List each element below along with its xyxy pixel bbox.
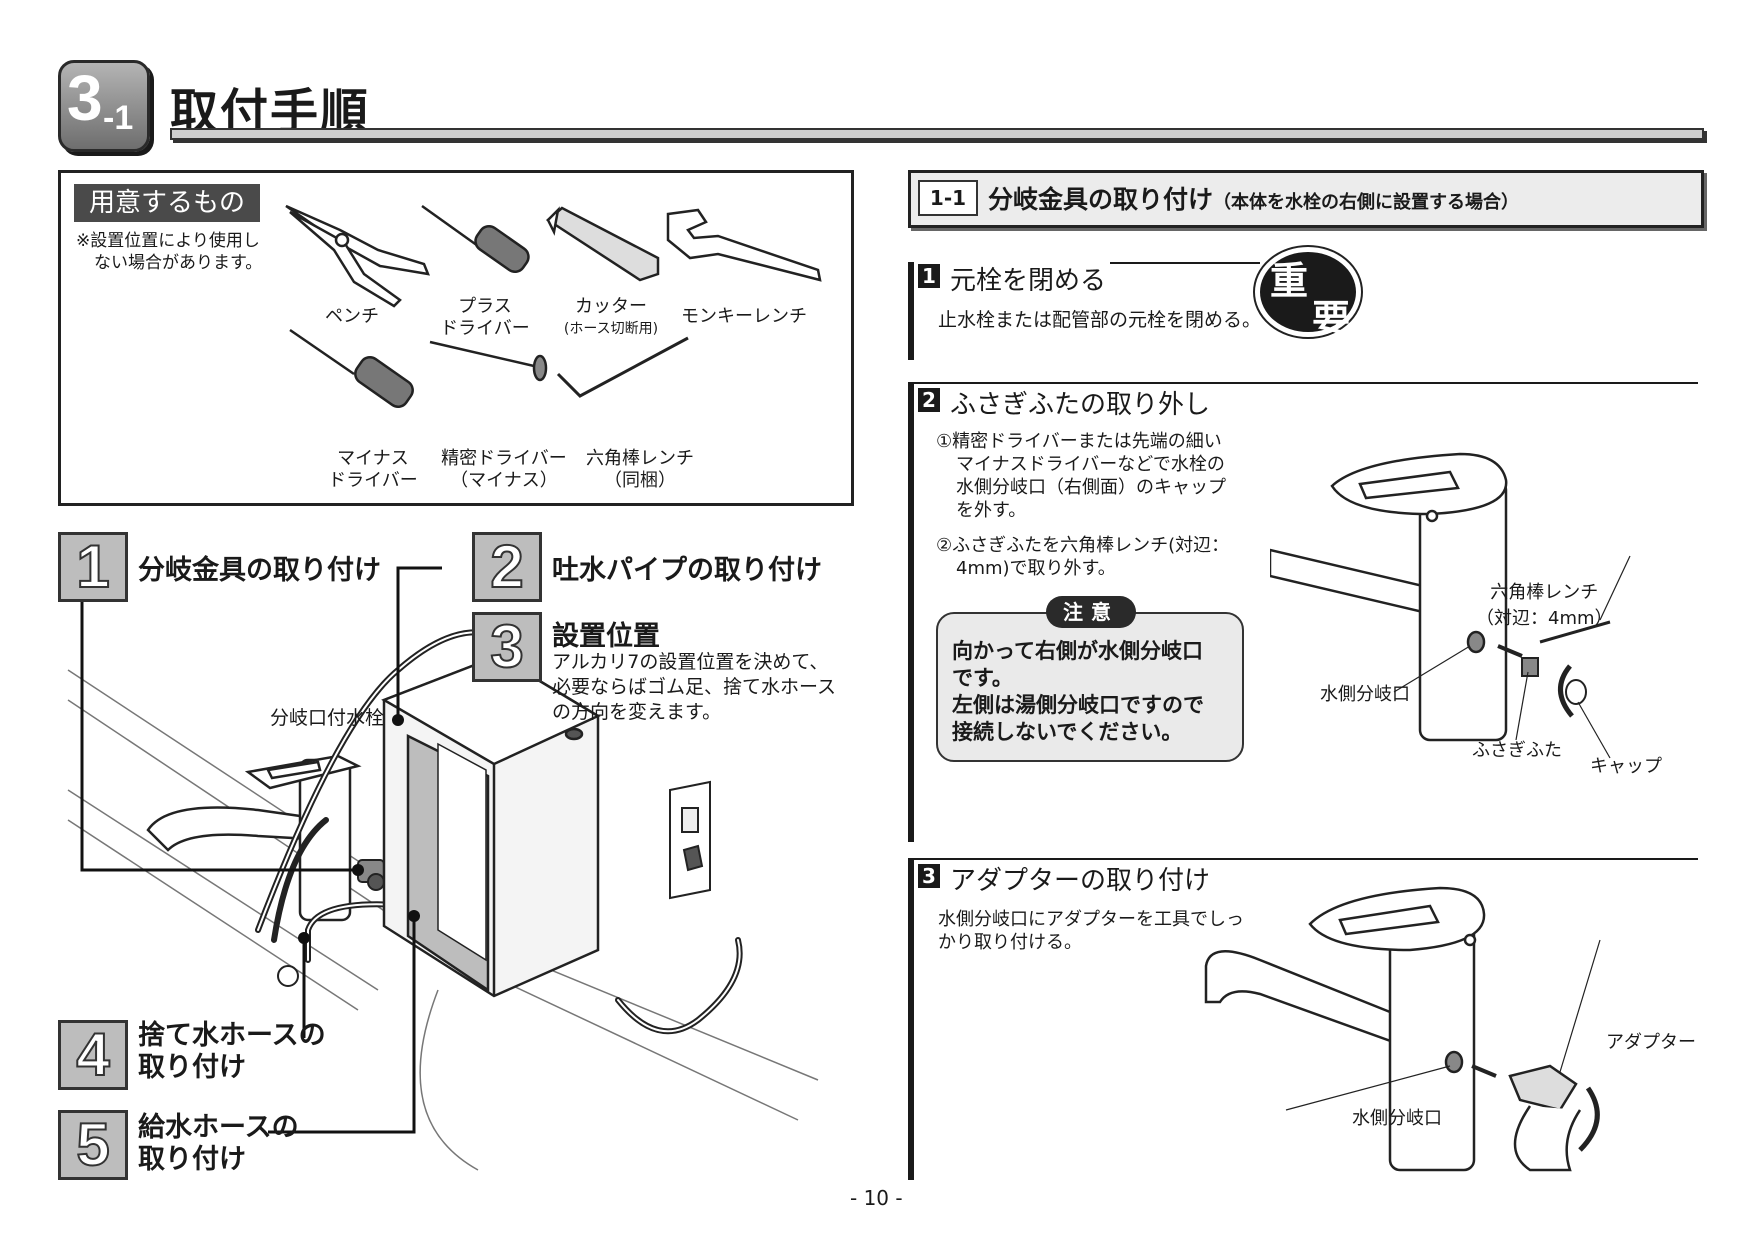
step-2-badge: 2 — [472, 532, 542, 602]
step-3-description: アルカリ7の設置位置を決めて、 必要ならばゴム足、捨て水ホース の方向を変えます… — [552, 651, 837, 723]
faucet-label: 分岐口付水栓 — [270, 707, 385, 729]
sub-3-text: 水側分岐口にアダプターを工具でしっかり取り付ける。 — [938, 909, 1244, 953]
faucet-icon — [1204, 886, 1486, 1172]
tools-box-label: 用意するもの — [74, 184, 260, 222]
callout-lines — [1285, 939, 1601, 1111]
tools-box — [58, 170, 854, 506]
step-3-badge: 3 — [472, 612, 542, 682]
label-water-port: 水側分岐口 — [1320, 684, 1410, 705]
sub-3-bar — [908, 858, 914, 1180]
subsection-badge: 1-1 — [918, 180, 978, 216]
leader-dot — [408, 910, 420, 922]
page-number: - 10 - — [850, 1186, 903, 1210]
step-5-title: 給水ホースの取り付け — [138, 1112, 299, 1175]
drain-hose-end-icon — [277, 965, 299, 987]
wall-outlet-icon — [669, 780, 711, 900]
sub-1-text: 止水栓または配管部の元栓を閉める。 — [938, 309, 1262, 331]
sub-3-rule — [908, 858, 1698, 860]
step-1-title: 分岐金具の取り付け — [138, 555, 381, 586]
callout-lines — [1393, 555, 1631, 759]
sub-2-title: ふさぎふたの取り外し — [950, 390, 1211, 420]
sub-2-rule — [908, 382, 1698, 384]
tool-label-cutter: カッター(ホース切断用) — [563, 296, 659, 337]
step-4-badge: 4 — [58, 1020, 128, 1090]
step-4-title: 捨て水ホースの取り付け — [138, 1020, 326, 1083]
sub-3-title: アダプターの取り付け — [950, 866, 1211, 896]
label-water-port-2: 水側分岐口 — [1352, 1108, 1442, 1129]
caution-box — [936, 612, 1244, 762]
tools-note: ※設置位置により使用し ない場合があります。 — [76, 230, 262, 274]
subsection-title: 分岐金具の取り付け（本体を水栓の右側に設置する場合） — [988, 185, 1520, 214]
subsection-header — [908, 170, 1704, 228]
faucet-icon — [1270, 452, 1508, 742]
plug-and-cap-icons — [1497, 620, 1611, 718]
section-badge: 3 -1 — [58, 60, 150, 152]
important-badge-char-2: 要 — [1312, 297, 1351, 341]
section-number: 3 — [67, 62, 103, 134]
sub-1-bar — [908, 262, 914, 360]
cap-removal-illustration — [1270, 452, 1631, 759]
sub-1-rule — [1110, 262, 1260, 264]
label-hex-wrench: 六角棒レンチ（対辺：4mm） — [1476, 582, 1613, 629]
tool-label-precision: 精密ドライバー（マイナス） — [441, 448, 567, 491]
tool-label-phillips: プラスドライバー — [440, 296, 530, 339]
caution-text: 向かって右側が水側分岐口 です。 左側は湯側分岐口ですので 接続しないでください… — [952, 639, 1204, 744]
leader-dot — [392, 714, 404, 726]
hex-wrench-icon — [556, 336, 689, 398]
tool-label-hex: 六角棒レンチ（同梱） — [586, 448, 694, 491]
tools-note-line: ※設置位置により使用し — [76, 231, 260, 251]
label-cap: キャップ — [1590, 756, 1662, 777]
phillips-driver-icon — [421, 204, 530, 274]
sub-3-number: 3 — [918, 864, 940, 888]
section-subnumber: -1 — [103, 99, 134, 137]
faucet-icon — [146, 754, 362, 922]
step-1-badge: 1 — [58, 532, 128, 602]
tool-label-pliers: ペンチ — [325, 306, 379, 327]
sub-2-item-2: ②ふさぎふたを六角棒レンチ(対辺： 4mm)で取り外す。 — [936, 535, 1230, 579]
sub-1-title: 元栓を閉める — [950, 266, 1107, 296]
title-underline — [170, 128, 1704, 140]
step-2-title: 吐水パイプの取り付け — [552, 555, 822, 586]
label-adapter: アダプター — [1606, 1032, 1696, 1053]
pliers-icon — [285, 204, 430, 308]
tool-label-flat: マイナスドライバー — [328, 448, 418, 491]
step-3-title: 設置位置 — [552, 621, 660, 652]
precision-driver-icon — [429, 340, 548, 382]
flat-driver-icon — [289, 328, 414, 408]
tools-note-line: ない場合があります。 — [94, 253, 263, 273]
sub-2-number: 2 — [918, 388, 940, 412]
adapter-illustration — [1204, 886, 1601, 1172]
monkey-wrench-icon — [666, 208, 822, 282]
sub-1-number: 1 — [918, 264, 940, 288]
label-plug: ふさぎふた — [1472, 740, 1562, 761]
leader-dot — [298, 932, 310, 944]
important-badge — [1253, 245, 1363, 339]
caution-tag: 注意 — [1046, 596, 1136, 628]
cutter-icon — [545, 206, 660, 282]
leader-lines — [80, 566, 442, 1134]
leader-dot — [352, 864, 364, 876]
sub-2-bar — [908, 382, 914, 842]
adapter-and-wrench-icons — [1471, 1064, 1600, 1172]
tool-label-wrench: モンキーレンチ — [681, 306, 807, 327]
important-badge-char-1: 重 — [1270, 259, 1309, 303]
tools-illustration — [285, 204, 822, 408]
sub-2-item-1: ①精密ドライバーまたは先端の細い マイナスドライバーなどで水栓の 水側分岐口（右… — [936, 431, 1226, 521]
step-5-badge: 5 — [58, 1110, 128, 1180]
